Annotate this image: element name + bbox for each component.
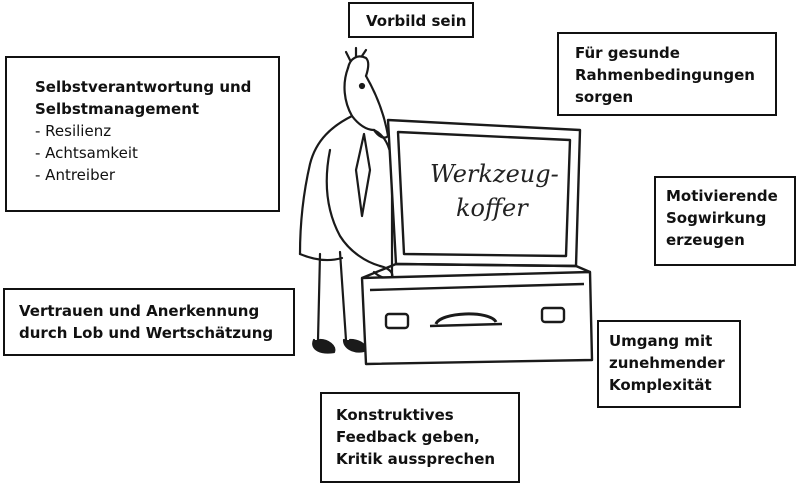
suitcase xyxy=(360,118,594,366)
label-line: zunehmender xyxy=(609,354,725,372)
label-sogwirkung: Motivierende Sogwirkung erzeugen xyxy=(654,176,796,266)
label-line: erzeugen xyxy=(666,231,745,249)
label-line: Motivierende xyxy=(666,187,778,205)
suitcase-label-line2: koffer xyxy=(456,194,529,222)
label-rahmenbedingungen: Für gesunde Rahmenbedingungen sorgen xyxy=(557,32,777,116)
label-list-item: - Antreiber xyxy=(35,166,115,184)
label-selbstmanagement: Selbstverantwortung und Selbstmanagement… xyxy=(5,56,280,212)
label-komplexitaet: Umgang mit zunehmender Komplexität xyxy=(597,320,741,408)
label-line: sorgen xyxy=(575,88,634,106)
label-list-item: - Resilienz xyxy=(35,122,112,140)
label-line: Vertrauen und Anerkennung xyxy=(19,302,260,320)
label-line: durch Lob und Wertschätzung xyxy=(19,324,274,342)
label-line: Kritik aussprechen xyxy=(336,450,496,468)
label-feedback: Konstruktives Feedback geben, Kritik aus… xyxy=(320,392,520,483)
label-vertrauen-anerkennung: Vertrauen und Anerkennung durch Lob und … xyxy=(3,288,295,356)
label-line: Rahmenbedingungen xyxy=(575,66,755,84)
label-line: Konstruktives xyxy=(336,406,454,424)
label-line: Feedback geben, xyxy=(336,428,480,446)
label-line: Komplexität xyxy=(609,376,712,394)
label-heading-line: Selbstmanagement xyxy=(35,100,200,118)
label-vorbild-sein: Vorbild sein xyxy=(348,2,474,38)
label-heading-line: Selbstverantwortung und xyxy=(35,78,252,96)
label-line: Für gesunde xyxy=(575,44,680,62)
label-list-item: - Achtsamkeit xyxy=(35,144,138,162)
label-line: Vorbild sein xyxy=(366,12,467,30)
label-line: Sogwirkung xyxy=(666,209,767,227)
suitcase-label-line1: Werkzeug- xyxy=(430,160,559,188)
label-line: Umgang mit xyxy=(609,332,713,350)
man-with-toolbox-illustration: Werkzeug- koffer xyxy=(298,46,594,366)
